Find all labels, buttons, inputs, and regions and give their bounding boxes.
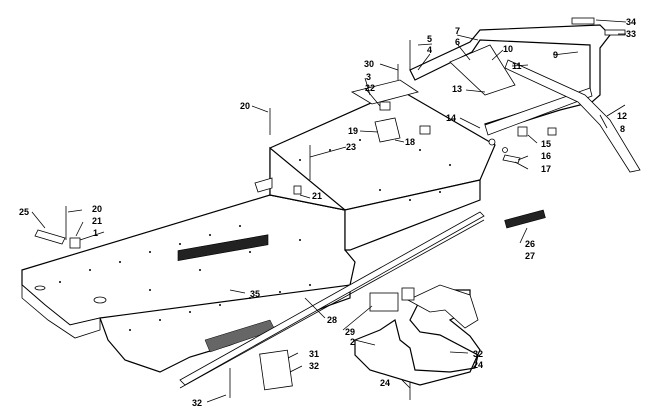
callout-12: 12	[617, 111, 627, 121]
running-board-nose	[21, 284, 101, 339]
bumper-gusset	[449, 44, 516, 96]
callout-labels: 1 2 3 4 5 6 7 8 9 10 11 12 13 14 15 16 1…	[19, 17, 636, 408]
callout-27: 27	[525, 251, 535, 261]
bolts	[65, 40, 411, 400]
callout-24a: 24	[380, 378, 390, 388]
callout-8: 8	[620, 124, 625, 134]
callout-32a: 32	[309, 361, 319, 371]
callout-33: 33	[626, 29, 636, 39]
callout-15: 15	[541, 139, 551, 149]
leader-lines	[31, 19, 627, 403]
callout-35: 35	[250, 289, 260, 299]
callout-1: 1	[93, 228, 98, 238]
callout-13: 13	[452, 84, 462, 94]
callout-2: 2	[350, 337, 355, 347]
callout-19: 19	[348, 126, 358, 136]
callout-34: 34	[626, 17, 636, 27]
callout-29: 29	[345, 327, 355, 337]
callout-20a: 20	[240, 101, 250, 111]
callout-18: 18	[405, 137, 415, 147]
hardware	[34, 101, 557, 249]
callout-23: 23	[346, 142, 356, 152]
callout-7: 7	[455, 26, 460, 36]
tunnel-assembly	[21, 79, 496, 373]
bumper-crossbar	[484, 87, 593, 136]
vent-screen	[177, 234, 269, 261]
suspension-bracket	[354, 284, 481, 386]
hole	[34, 285, 46, 291]
callout-30: 30	[364, 59, 374, 69]
callout-14: 14	[446, 113, 456, 123]
callout-3: 3	[366, 72, 371, 82]
bumper-pad	[401, 287, 415, 301]
rivet-pattern	[59, 139, 451, 331]
callout-22: 22	[365, 83, 375, 93]
callout-5: 5	[427, 34, 432, 44]
callout-28: 28	[327, 315, 337, 325]
callout-11: 11	[512, 61, 522, 71]
tunnel-flange	[254, 177, 273, 193]
cap	[571, 17, 595, 25]
mounting-plate	[259, 349, 293, 391]
hole	[93, 296, 107, 304]
callout-21b: 21	[92, 216, 102, 226]
callout-32b: 32	[192, 398, 202, 408]
callout-20b: 20	[92, 204, 102, 214]
rear-bumper	[409, 17, 641, 173]
bracket-upper	[407, 284, 479, 329]
bumper-brace	[504, 59, 641, 173]
callout-24b: 24	[473, 360, 483, 370]
callout-25: 25	[19, 207, 29, 217]
callout-31: 31	[309, 349, 319, 359]
callout-6: 6	[455, 37, 460, 47]
rear-mesh	[504, 209, 546, 229]
callout-21a: 21	[312, 191, 322, 201]
callout-17: 17	[541, 164, 551, 174]
rear-tunnel-side	[269, 146, 481, 251]
callout-32c: 32	[473, 349, 483, 359]
callout-16: 16	[541, 151, 551, 161]
cap	[604, 29, 626, 36]
callout-9: 9	[553, 50, 558, 60]
callout-4: 4	[427, 45, 432, 55]
bracket-block	[369, 292, 399, 312]
callout-26: 26	[525, 239, 535, 249]
side-rail	[179, 211, 485, 386]
upper-bracket	[350, 79, 419, 105]
callout-10: 10	[503, 44, 513, 54]
